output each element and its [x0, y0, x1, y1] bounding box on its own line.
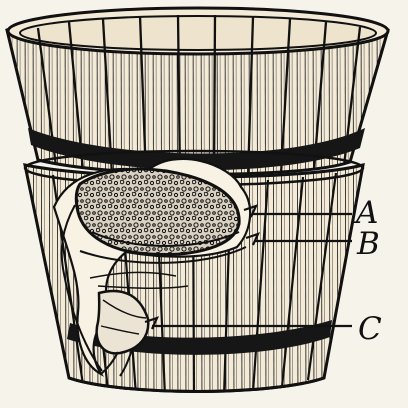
label-b: B: [356, 226, 380, 262]
upper-barrel: [7, 8, 388, 178]
label-c: C: [358, 311, 382, 347]
